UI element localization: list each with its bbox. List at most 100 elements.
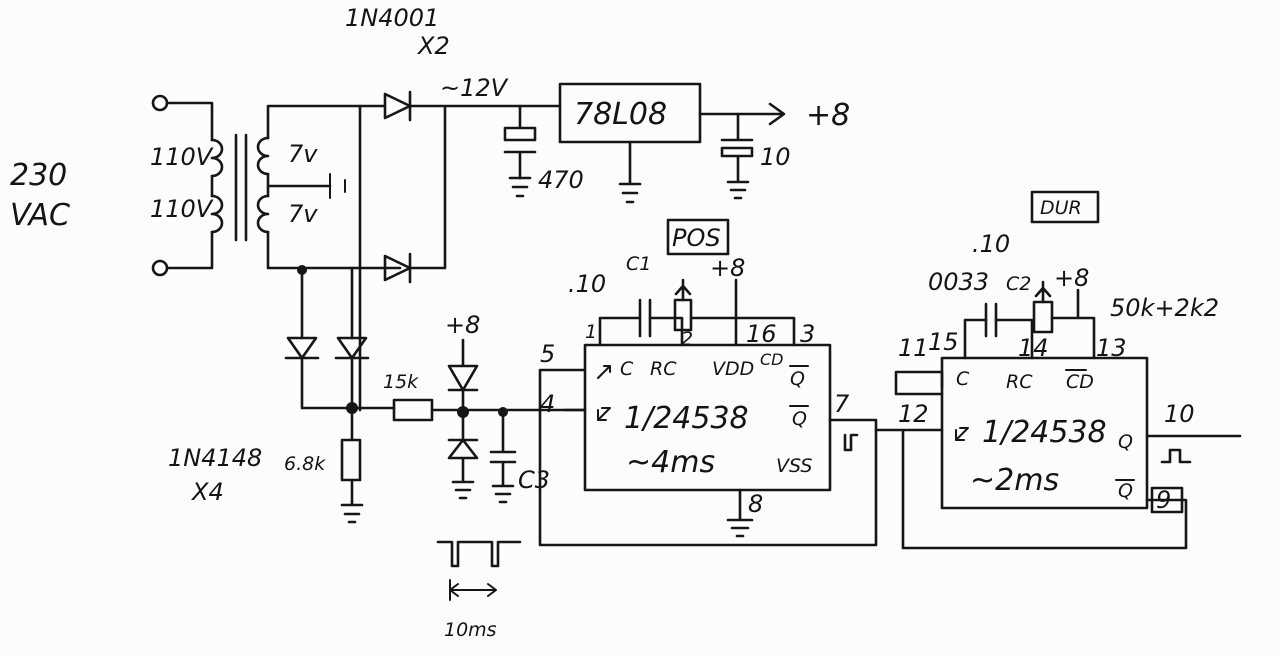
- series-resistor: [392, 398, 434, 422]
- primary-coil: [210, 138, 224, 234]
- ic2-tag-box: [1030, 190, 1100, 224]
- ic2-name: 1/24538: [982, 415, 1107, 450]
- ic2-box: [940, 356, 1149, 510]
- ic1-delay: ~4ms: [626, 445, 715, 480]
- ic2-delay: ~2ms: [970, 463, 1059, 498]
- c3-label: C3: [518, 466, 550, 494]
- ic1-pin-cd: 3: [800, 320, 815, 348]
- rectifier-diode-bottom: [383, 254, 412, 282]
- ic2-pot-value: 50k+2k2: [1110, 294, 1219, 322]
- ic1-name: 1/24538: [624, 401, 749, 436]
- ic1-label-vdd: VDD: [712, 358, 754, 380]
- clamp-diode-top: [447, 338, 479, 442]
- ic2-label-c: C: [956, 368, 970, 390]
- detector-diode-1: [286, 336, 318, 360]
- ic1-ground: [726, 488, 754, 538]
- input-cap-value: 470: [538, 166, 584, 194]
- regulator-output-arrow: [698, 102, 786, 126]
- c2-capacitor: [984, 302, 998, 338]
- rectifier-qty: X2: [416, 32, 450, 60]
- detector-diode-part: 1N4148: [168, 444, 262, 472]
- junction-dot: [297, 265, 307, 275]
- detector-diode-qty: X4: [190, 478, 224, 506]
- input-capacitor: 470: [503, 104, 584, 198]
- ic1-pin-rc: 2: [681, 328, 693, 350]
- ic1-pin-gnd: 8: [748, 490, 763, 518]
- ic1-falling-trigger-icon: [597, 365, 611, 379]
- rectifier-diode-top: [383, 92, 412, 120]
- mains-voltage: 230: [10, 158, 67, 193]
- secondary-bottom-label: 7v: [288, 200, 318, 228]
- ic2-monostable: DUR 1/24538 ~2ms C RC CD Q Q 11 15 14 13…: [874, 190, 1242, 550]
- ic2-pin-q: 10: [1164, 400, 1195, 428]
- ic2-label-cd: CD: [1066, 371, 1094, 393]
- clamp-diode-bottom: [447, 438, 479, 500]
- junction-dot: [346, 402, 358, 414]
- rectifier-part: 1N4001: [345, 4, 439, 32]
- ic1-feedback-wire: [538, 368, 878, 547]
- ic1-label-rc: RC: [650, 358, 677, 380]
- ic2-pin-a: 11: [898, 334, 929, 362]
- ic2-supply: +8: [1054, 264, 1089, 292]
- pulldown-value: 6.8k: [284, 453, 326, 475]
- ic1-pin-qn: 7: [834, 390, 850, 418]
- c1-capacitor: [638, 298, 652, 338]
- ic1-pin-a: 5: [540, 340, 555, 368]
- ic1-pin-c: 1: [585, 321, 597, 343]
- ic2-feedback-wire: [874, 428, 1188, 550]
- rectifier-output-wire: [408, 104, 562, 270]
- ic2-rising-trigger-icon: [955, 427, 969, 441]
- ic2-label-q: Q: [1118, 431, 1133, 453]
- c2-value: .10: [972, 230, 1010, 258]
- ic1-label-cd: CD: [760, 350, 784, 369]
- ic1-supply: +8: [710, 254, 745, 282]
- ic2-pin9-box: [1150, 486, 1184, 514]
- ic2-label-qbar: Q: [1118, 480, 1133, 502]
- mains-input: 230 VAC: [10, 94, 214, 277]
- rectifier: 1N4001 X2 ~12V: [345, 4, 562, 412]
- mains-wire-bottom: [165, 230, 214, 270]
- output-capacitor: [720, 112, 754, 200]
- regulator: 78L08 +8 10: [558, 82, 850, 204]
- series-resistor-value: 15k: [383, 371, 419, 393]
- detector-diode-2: [336, 336, 368, 360]
- waveform-period: 10ms: [444, 619, 497, 641]
- ic1-box: [583, 343, 832, 492]
- primary-top-label: 110V: [150, 143, 214, 171]
- rectifier-dc-out: ~12V: [440, 74, 509, 102]
- ic2-output-pulse: [1160, 448, 1192, 464]
- primary-bottom-label: 110V: [150, 195, 214, 223]
- ic2-tag: DUR: [1040, 197, 1082, 219]
- c1-label: C1: [626, 253, 651, 275]
- zero-cross-detector: 6.8k 1N4148 X4 15k +8 C3: [168, 265, 587, 524]
- secondary-coil: [256, 136, 270, 234]
- ic1-output-pulse: [828, 418, 878, 452]
- ic2-pin-box: [894, 370, 944, 396]
- ground-symbol: [508, 176, 532, 198]
- clamp-supply: +8: [445, 311, 480, 339]
- regulator-part: 78L08: [574, 97, 667, 132]
- regulator-output: +8: [806, 98, 850, 133]
- ic1-label-qbar: Q: [792, 408, 807, 430]
- ic1-vss: VSS: [776, 455, 812, 477]
- mains-unit: VAC: [10, 198, 70, 233]
- dur-potentiometer: [1032, 300, 1054, 334]
- mains-terminal-bottom: [151, 259, 169, 277]
- ic1-label-c: C: [620, 358, 634, 380]
- c1-value: .10: [568, 270, 606, 298]
- c3-capacitor: [489, 410, 517, 504]
- ic2-label-rc: RC: [1006, 371, 1033, 393]
- ic1-monostable: POS 1/24538 ~4ms VSS C RC VDD CD Q Q 1 2…: [538, 218, 878, 547]
- ic2-pin-c: 15: [928, 328, 959, 356]
- ic1-rising-trigger-icon: [597, 407, 611, 421]
- regulator-ground: [618, 140, 642, 204]
- mains-wire-top: [165, 101, 214, 142]
- pulse-waveform: 10ms: [436, 540, 522, 641]
- mains-terminal-top: [151, 94, 169, 112]
- secondary-top-label: 7v: [288, 140, 318, 168]
- ic2-pin-cd: 13: [1096, 334, 1127, 362]
- output-cap-value: 10: [760, 143, 791, 171]
- c2-crossed-value: 0033: [928, 268, 989, 296]
- ic1-tag: POS: [672, 224, 721, 252]
